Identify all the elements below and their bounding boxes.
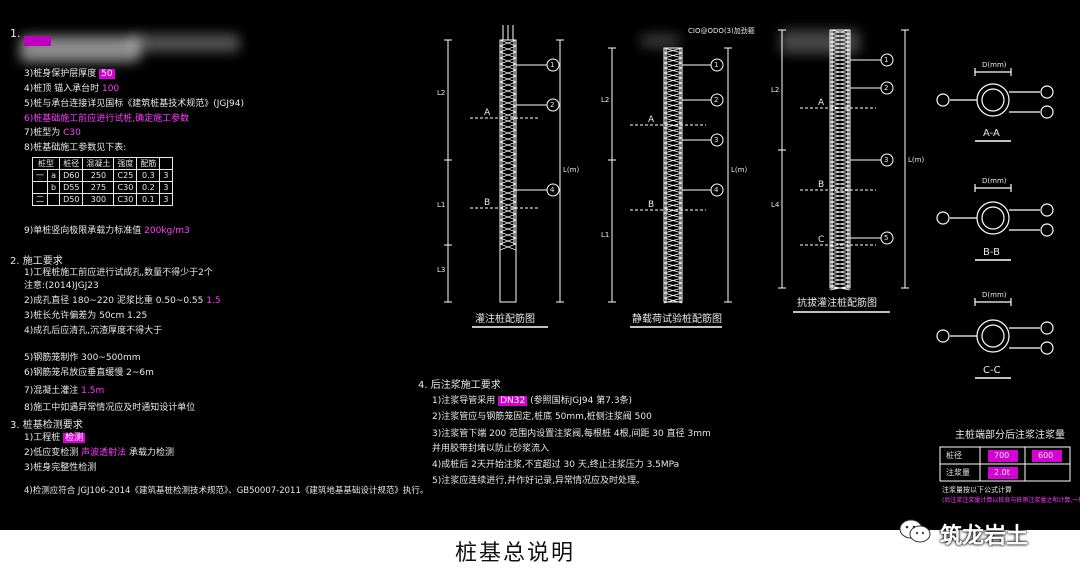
marker-group	[516, 53, 894, 245]
note-s2-7: 7)混凝土灌注 1.5m	[24, 386, 105, 396]
note-s2-3: 3)桩长允许偏差为 50cm 1.25	[24, 311, 148, 321]
section-mark-b: B	[648, 200, 655, 210]
dim-l: L(m)	[731, 166, 748, 174]
grout-note-1: 注浆量按以下公式计算	[942, 486, 1012, 494]
section-mark-b: B	[818, 180, 825, 190]
note-s2-5: 5)钢筋笼制作 300~500mm	[24, 353, 141, 363]
pile-title-3: 抗拔灌注桩配筋图	[797, 298, 877, 309]
note-s3-1: 1)工程桩 检测	[24, 433, 86, 443]
note-r-2: 2)注浆管应与钢筋笼固定,桩底 50mm,桩侧注浆阀 500	[432, 412, 652, 422]
diameter-label: D(mm)	[982, 61, 1007, 69]
dim-l1: L1	[601, 231, 610, 239]
section-mark-a: A	[818, 98, 825, 108]
note-line-7: 7)桩型为 C30	[24, 128, 81, 138]
section-a-a	[950, 68, 1040, 117]
pile-title-1: 灌注桩配筋图	[475, 314, 535, 325]
pile-elevation-1	[444, 25, 564, 303]
grout-note-2: (后注浆注浆量计算以桩底与桩侧注浆量之和计算,一般取3~5倍)	[942, 497, 1080, 504]
marker-1: 1	[550, 61, 555, 69]
note-s2-1: 1)工程桩施工前应进行试成孔,数量不得少于2个	[24, 268, 213, 278]
note-line-3: 3)桩身保护层厚度 50	[24, 69, 115, 79]
pile-drawings-svg	[444, 25, 1071, 482]
section-label-bb: B-B	[983, 247, 1000, 258]
section2-heading: 2. 施工要求	[10, 256, 63, 267]
note-r-3b: 并用胶带封堵以防止砂浆流入	[432, 444, 550, 454]
note-line-5: 5)桩与承台连接详见国标《建筑桩基技术规范》(JGJ94)	[24, 99, 244, 109]
section-mark-b: B	[484, 198, 491, 208]
blurred-text	[130, 34, 240, 52]
cad-drawing: 1. 3)桩身保护层厚度 50 4)桩顶 锚入承台时 100 5)桩与承台连接详…	[0, 0, 1080, 530]
marker-3: 3	[884, 156, 889, 164]
diameter-label: D(mm)	[982, 291, 1007, 299]
wechat-icon	[899, 519, 931, 543]
note-r-5: 5)注浆应连续进行,并作好记录,异常情况应及时处理。	[432, 476, 645, 486]
dim-l: L(m)	[563, 166, 580, 174]
pile-elevation-2	[608, 47, 732, 303]
grout-table-cell: 注浆量	[946, 468, 970, 477]
diameter-label: D(mm)	[982, 177, 1007, 185]
section1-heading: 1.	[10, 27, 21, 40]
marker-1: 1	[714, 61, 719, 69]
pile-top-note: CIO@ODO(3)加劲箍	[688, 27, 755, 35]
marker-2: 2	[550, 101, 555, 109]
section-mark-a: A	[484, 108, 491, 118]
section3-heading: 3. 桩基检测要求	[10, 420, 83, 431]
pile-title-2: 静载荷试验桩配筋图	[632, 314, 722, 325]
caption-title: 桩基总说明	[455, 541, 576, 566]
dim-l1: L1	[437, 201, 446, 209]
section-mark-a: A	[648, 115, 655, 125]
grout-table-frame	[939, 446, 1071, 482]
note-s3-2: 2)低应变检测 声波透射法 承载力检测	[24, 448, 175, 458]
grout-table-cell: 700	[994, 451, 1010, 460]
note-s2-1b: 注意:(2014)JGJ23	[24, 281, 99, 291]
grout-table-cell: 600	[1038, 451, 1054, 460]
marker-5: 5	[884, 234, 889, 242]
note-line-6: 6)桩基础施工前应进行试桩,确定施工参数	[24, 114, 190, 124]
note-s2-8: 8)施工中如遇异常情况应及时通知设计单位	[24, 403, 196, 413]
dim-l3: L3	[437, 266, 446, 274]
note-r-4: 4)成桩后 2天开始注浆,不宜超过 30 天,终止注浆压力 3.5MPa	[432, 460, 680, 470]
marker-2: 2	[714, 96, 719, 104]
note-r-3: 3)注浆管下端 200 范围内设置注浆阀,每根桩 4根,间距 30 直径 3mm	[432, 429, 711, 439]
note-s2-6: 6)钢筋笼吊放应垂直缓慢 2~6m	[24, 368, 154, 378]
marker-1: 1	[884, 56, 889, 64]
note-line-4: 4)桩顶 锚入承台时 100	[24, 84, 120, 94]
section-mark-c: C	[818, 235, 825, 245]
note-line-9: 9)单桩竖向极限承载力标准值 200kg/m3	[24, 226, 190, 236]
dim-l: L(m)	[908, 156, 925, 164]
section-label-aa: A-A	[983, 128, 1000, 139]
brand-name: 筑龙岩土	[940, 524, 1029, 549]
section-label-cc: C-C	[983, 365, 1001, 376]
blurred-text	[640, 34, 680, 48]
marker-3: 3	[714, 136, 719, 144]
section-c-c	[950, 298, 1040, 353]
note-s3-4: 4)检测应符合 JGJ106-2014《建筑基桩检测技术规范》、GB50007-…	[24, 486, 429, 496]
section4-heading: 4. 后注浆施工要求	[418, 380, 501, 391]
note-s3-3: 3)桩身完整性检测	[24, 463, 97, 473]
note-s2-4: 4)成孔后应清孔,沉渣厚度不得大于	[24, 326, 163, 336]
cross-section-group	[936, 68, 1054, 355]
dim-l4: L4	[771, 201, 780, 209]
note-r-1: 1)注浆导管采用 DN32 (参照国标JGJ94 第7.3条)	[432, 396, 633, 406]
caption-bar	[0, 530, 1080, 581]
grout-table-cell: 桩径	[946, 451, 962, 460]
section-b-b	[950, 184, 1040, 235]
grout-table-title: 主桩端部分后注浆注浆量	[955, 430, 1065, 441]
marker-2: 2	[884, 84, 889, 92]
dim-l2: L2	[771, 86, 780, 94]
grout-table-cell: 2.0t	[994, 468, 1010, 477]
blurred-text	[780, 30, 860, 54]
marker-4: 4	[550, 186, 555, 194]
dim-l2: L2	[601, 96, 610, 104]
dim-l2: L2	[437, 89, 446, 97]
note-s2-2: 2)成孔直径 180~220 泥浆比重 0.50~0.55 1.5	[24, 296, 221, 306]
marker-4: 4	[714, 186, 719, 194]
note-line-8: 8)桩基础施工参数见下表:	[24, 143, 127, 153]
